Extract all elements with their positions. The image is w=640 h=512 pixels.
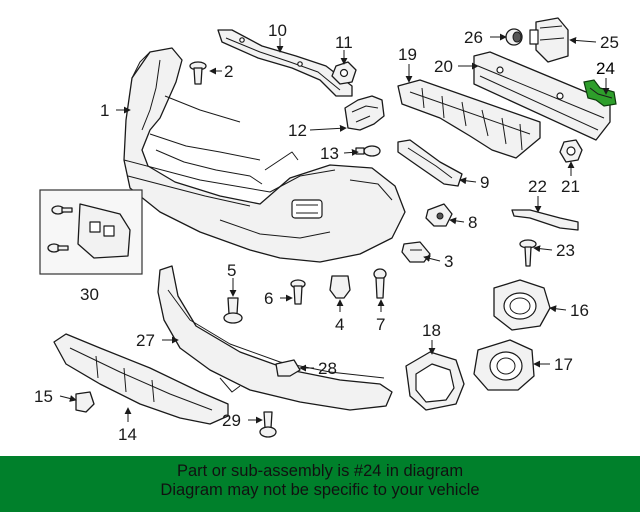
leader-lines: [59, 33, 610, 424]
callout-25: 25: [600, 33, 619, 52]
callout-29: 29: [222, 411, 241, 430]
callout-24: 24: [596, 59, 615, 78]
callout-18: 18: [422, 321, 441, 340]
callout-12: 12: [288, 121, 307, 140]
bracket-12-part[interactable]: [344, 95, 385, 131]
bolt-6-part[interactable]: [290, 279, 306, 305]
callout-27: 27: [136, 331, 155, 350]
callout-20: 20: [434, 57, 453, 76]
callout-1: 1: [100, 101, 109, 120]
callout-28: 28: [318, 359, 337, 378]
bolt-29-part[interactable]: [259, 411, 277, 438]
nut-11-part[interactable]: [331, 61, 357, 85]
nut-21-part[interactable]: [559, 139, 583, 163]
sensor-25-part[interactable]: [529, 17, 569, 63]
bracket-24-highlighted-part[interactable]: [583, 79, 617, 107]
lower-cover-14-part[interactable]: [53, 333, 229, 425]
bezel-17-part[interactable]: [473, 339, 535, 391]
reinforcement-20-part[interactable]: [473, 51, 611, 141]
info-banner: Part or sub-assembly is #24 in diagram D…: [0, 456, 640, 512]
bolt-2-part[interactable]: [189, 61, 207, 85]
upper-support-part[interactable]: [217, 29, 353, 97]
callout-22: 22: [528, 177, 547, 196]
callout-11: 11: [335, 33, 353, 52]
callout-15: 15: [34, 387, 53, 406]
callout-2: 2: [224, 62, 233, 81]
callout-30: 30: [80, 285, 99, 304]
clip-8-part[interactable]: [425, 203, 453, 227]
banner-line-2: Diagram may not be specific to your vehi…: [160, 481, 480, 499]
callout-6: 6: [264, 289, 273, 308]
callout-3: 3: [444, 252, 453, 271]
absorber-19-part[interactable]: [397, 79, 541, 159]
callout-5: 5: [227, 261, 236, 280]
callout-26: 26: [464, 28, 483, 47]
callout-10: 10: [268, 21, 287, 40]
bracket-9-part[interactable]: [397, 139, 463, 187]
clip-3-part[interactable]: [401, 241, 431, 263]
pin-23-part[interactable]: [519, 239, 537, 267]
callout-17: 17: [554, 355, 573, 374]
bezel-18-part[interactable]: [405, 351, 465, 411]
callout-4: 4: [335, 315, 344, 334]
callout-7: 7: [376, 315, 385, 334]
callout-16: 16: [570, 301, 589, 320]
banner-line-1: Part or sub-assembly is #24 in diagram: [176, 462, 464, 480]
callout-19: 19: [398, 45, 417, 64]
bracket-28-part[interactable]: [275, 359, 301, 377]
bolt-13-part[interactable]: [355, 145, 381, 157]
callout-9: 9: [480, 173, 489, 192]
callout-8: 8: [468, 213, 477, 232]
callout-13: 13: [320, 144, 339, 163]
parts-diagram: 1 2 3 4 5 6 7 8 9 10 11 12 13 14 15 16 1…: [34, 17, 619, 444]
inset-30-part[interactable]: [39, 189, 143, 275]
callout-23: 23: [556, 241, 575, 260]
bezel-16-part[interactable]: [493, 279, 551, 331]
bumper-cover-part[interactable]: [123, 47, 406, 263]
bolt-5-part[interactable]: [223, 297, 243, 324]
bolt-7-part[interactable]: [373, 268, 387, 299]
clip-4-part[interactable]: [329, 275, 351, 299]
callout-21: 21: [561, 177, 580, 196]
callout-labels: 1 2 3 4 5 6 7 8 9 10 11 12 13 14 15 16 1…: [34, 21, 619, 444]
clip-15-part[interactable]: [75, 391, 95, 413]
strip-22-part[interactable]: [511, 209, 579, 231]
callout-14: 14: [118, 425, 137, 444]
clip-26-part[interactable]: [505, 28, 523, 46]
